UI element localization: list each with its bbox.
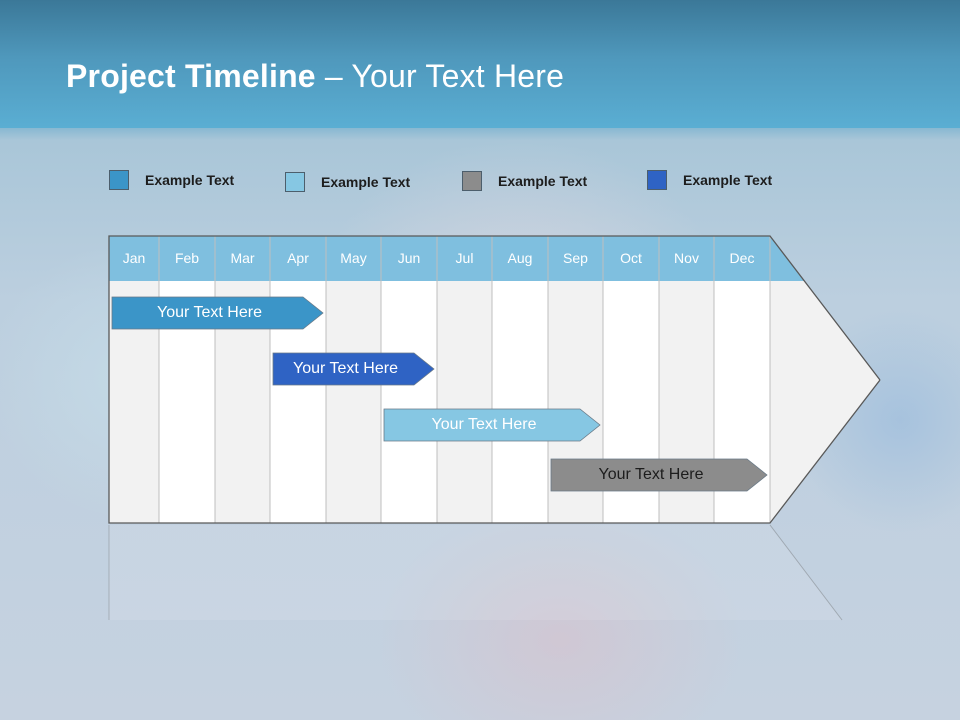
month-label-dec: Dec bbox=[729, 250, 755, 266]
month-header-cell bbox=[659, 236, 714, 281]
month-label-sep: Sep bbox=[563, 250, 588, 266]
legend-label-1: Example Text bbox=[145, 172, 235, 188]
month-label-aug: Aug bbox=[507, 250, 533, 266]
arrow-head bbox=[770, 236, 880, 523]
month-header-cell bbox=[381, 236, 437, 281]
month-header-cell bbox=[326, 236, 381, 281]
month-column bbox=[381, 281, 437, 523]
page-title: Project Timeline – Your Text Here bbox=[66, 58, 564, 95]
month-label-feb: Feb bbox=[174, 250, 200, 266]
month-label-oct: Oct bbox=[620, 250, 642, 266]
task-label-4: Your Text Here bbox=[598, 466, 704, 483]
month-header-cell bbox=[437, 236, 492, 281]
month-column bbox=[437, 281, 492, 523]
legend-label-2: Example Text bbox=[321, 174, 411, 190]
month-label-apr: Apr bbox=[287, 250, 309, 266]
legend-label-3: Example Text bbox=[498, 173, 588, 189]
reflection-edge bbox=[769, 524, 843, 621]
legend-label-4: Example Text bbox=[683, 172, 773, 188]
timeline-reflection bbox=[109, 525, 842, 620]
month-label-jan: Jan bbox=[122, 250, 146, 266]
header-band bbox=[0, 0, 960, 128]
timeline-frame bbox=[108, 235, 881, 524]
title-subtitle: – Your Text Here bbox=[315, 58, 565, 94]
month-label-nov: Nov bbox=[674, 250, 699, 266]
task-label-1: Your Text Here bbox=[157, 304, 262, 321]
task-bar-3 bbox=[383, 408, 601, 442]
month-header-cell bbox=[603, 236, 659, 281]
month-header-cell bbox=[714, 236, 770, 281]
month-label-jun: Jun bbox=[397, 250, 421, 266]
month-column bbox=[326, 281, 381, 523]
legend-swatch-4 bbox=[647, 170, 667, 190]
task-bar-2 bbox=[272, 352, 435, 386]
month-label-mar: Mar bbox=[230, 250, 255, 266]
month-column bbox=[492, 281, 548, 523]
task-label-2: Your Text Here bbox=[293, 360, 398, 377]
month-header-cell bbox=[159, 236, 215, 281]
month-header-cell bbox=[270, 236, 326, 281]
task-bar-1 bbox=[111, 296, 324, 330]
legend-swatch-3 bbox=[462, 171, 482, 191]
task-bar-4 bbox=[550, 458, 768, 492]
legend-swatch-2 bbox=[285, 172, 305, 192]
month-header-cell bbox=[492, 236, 548, 281]
legend-swatch-1 bbox=[109, 170, 129, 190]
task-label-3: Your Text Here bbox=[431, 416, 537, 433]
month-label-may: May bbox=[340, 250, 367, 266]
month-header-cell bbox=[548, 236, 603, 281]
month-header-cell bbox=[215, 236, 270, 281]
title-bold: Project Timeline bbox=[66, 58, 316, 94]
month-header-cell bbox=[109, 236, 159, 281]
month-label-jul: Jul bbox=[455, 250, 474, 266]
